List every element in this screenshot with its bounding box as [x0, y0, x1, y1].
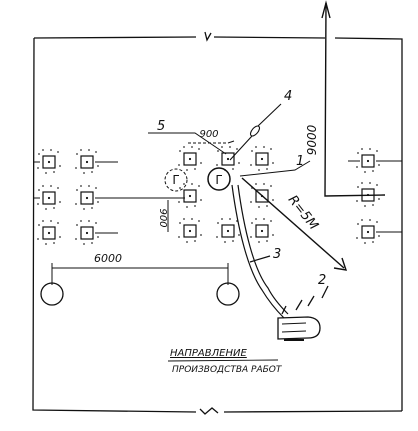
dimension-6000-label: 6000 — [94, 252, 122, 265]
round-pile — [40, 282, 64, 306]
column — [80, 155, 94, 169]
column — [80, 191, 94, 205]
dimension-6000 — [51, 263, 229, 285]
dimension-900-vertical-label: 900 — [157, 208, 168, 227]
center-column-group — [178, 146, 274, 243]
left-column-group — [34, 149, 185, 245]
column — [361, 225, 375, 239]
column — [42, 191, 56, 205]
column — [183, 189, 197, 203]
column — [80, 226, 94, 240]
column — [361, 154, 375, 168]
radius-label: R=5M — [285, 193, 321, 233]
radius-arrow — [241, 177, 348, 271]
crane-mast-mark — [164, 167, 231, 192]
column — [183, 152, 197, 166]
site-boundary — [32, 31, 403, 415]
dimension-900-top — [188, 140, 235, 144]
leader-1 — [239, 160, 311, 177]
column — [255, 152, 269, 166]
label-1: 1 — [296, 154, 304, 169]
crane-path-3 — [231, 184, 289, 319]
mark-g-dashed: Г — [172, 173, 179, 187]
column — [221, 152, 235, 166]
column — [42, 226, 56, 240]
round-pile — [216, 282, 240, 306]
caption-underline — [167, 359, 279, 362]
column — [221, 224, 235, 238]
dimension-900-top-label: 900 — [199, 129, 218, 140]
vertical-axis-arrow — [321, 0, 386, 197]
leader-5 — [148, 132, 227, 155]
column — [42, 155, 56, 169]
column — [255, 224, 269, 238]
label-4: 4 — [284, 89, 292, 104]
leader-4 — [229, 103, 282, 161]
caption-line-2: ПРОИЗВОДСТВА РАБОТ — [172, 365, 283, 375]
crane-body — [277, 285, 329, 341]
right-column-group — [348, 148, 402, 244]
label-5: 5 — [157, 119, 165, 134]
dimension-9000: 9000 — [305, 124, 319, 155]
mark-g-solid: Г — [215, 173, 222, 187]
label-3: 3 — [273, 247, 281, 262]
column — [183, 224, 197, 238]
label-2: 2 — [318, 273, 326, 288]
caption-line-1: НАПРАВЛЕНИЕ — [170, 348, 247, 359]
